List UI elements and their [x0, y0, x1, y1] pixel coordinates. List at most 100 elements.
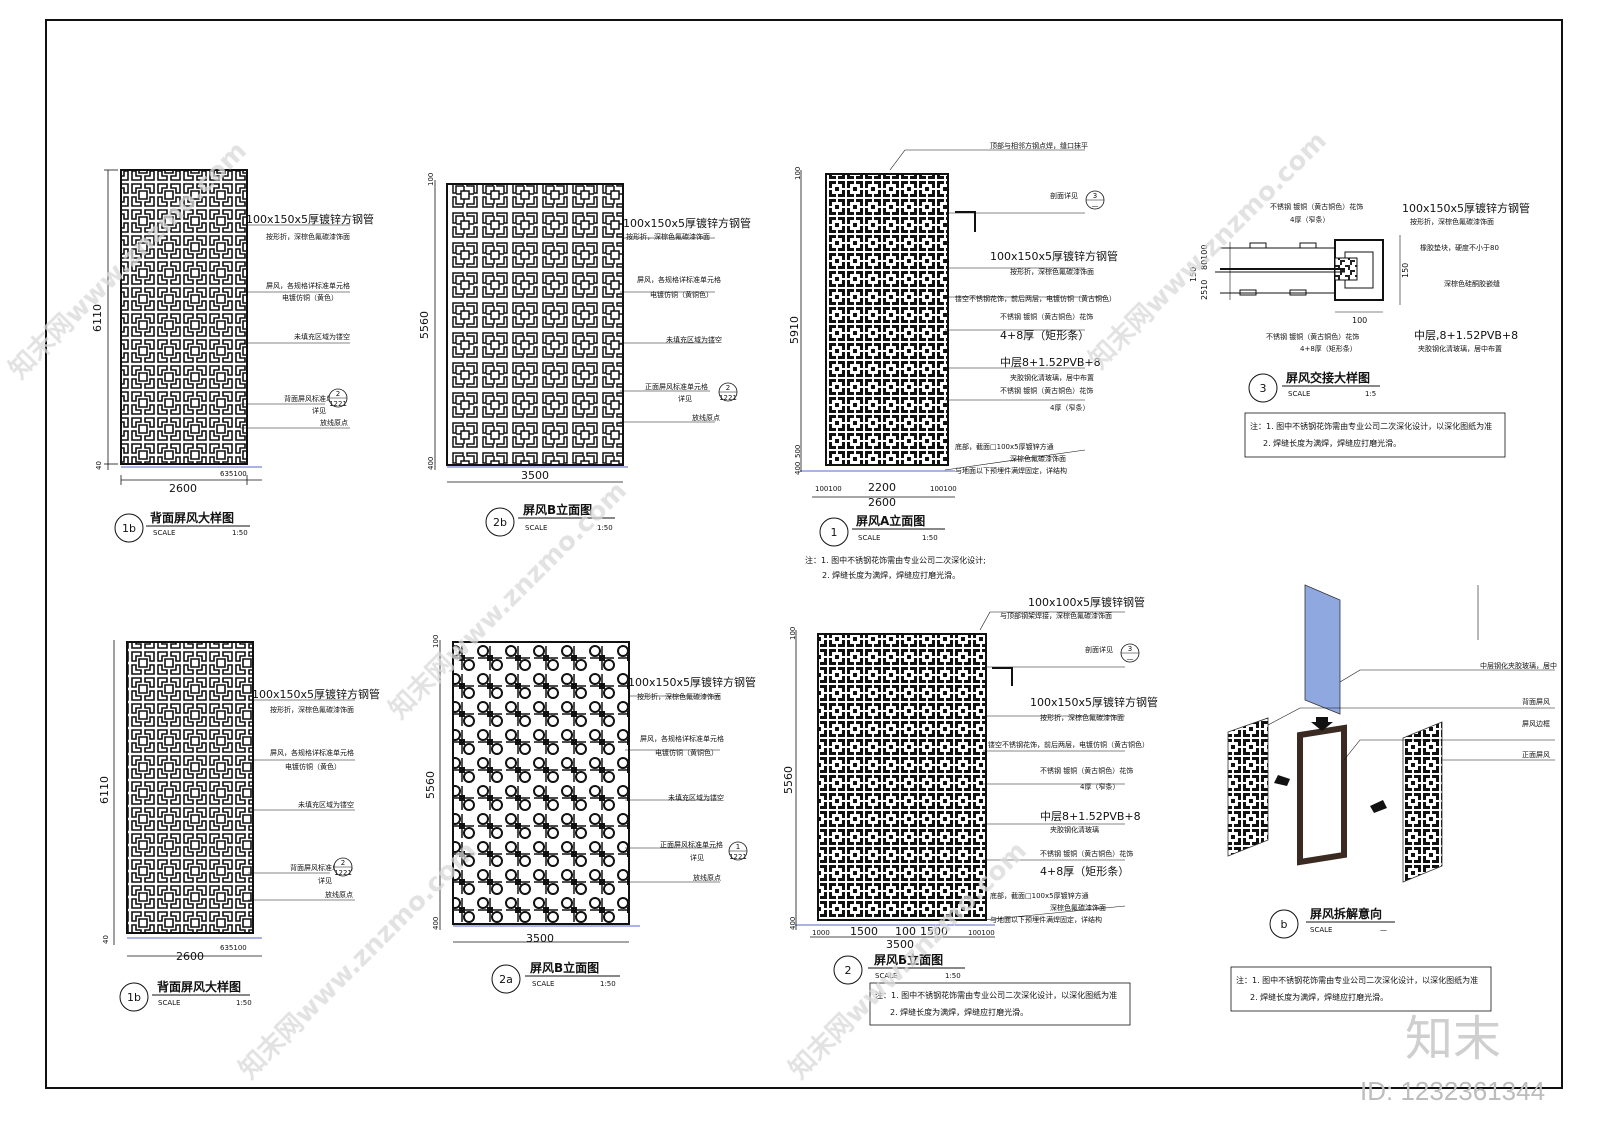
footnote-0: 注：1. 图中不锈钢花饰需由专业公司二次深化设计，以深化图纸为准 — [1250, 421, 1492, 431]
dim-w2: 2200 — [868, 481, 896, 494]
ref-sheet: — — [1127, 655, 1134, 663]
note-3: 电镀仿铜（黄铜色） — [650, 290, 713, 299]
note-5: 正面屏风标准单元格 — [645, 382, 708, 391]
dim-side: 635100 — [220, 470, 247, 478]
note-1: 剖面详见 — [1050, 191, 1078, 200]
dim-height: 5560 — [424, 771, 437, 799]
note-5: 深棕色硅酮胶嵌缝 — [1444, 279, 1500, 288]
note-7: 4+8厚（矩形条） — [1300, 344, 1357, 353]
note-1: 按形折，深棕色氟碳漆饰面 — [626, 232, 710, 241]
ref-num: 3 — [1128, 645, 1132, 653]
drawing-b: 中层钢化夹胶玻璃，居中 背面屏风 屏风边框 正面屏风 b 屏风拆解意向 SCAL… — [1227, 584, 1557, 1012]
note-6: 不锈钢 镀铜（黄古铜色）花饰 — [1040, 766, 1133, 775]
note-5: 镂空不锈钢花饰，前后两层，电镀仿铜（黄古铜色） — [988, 740, 1149, 749]
note-7: 放线原点 — [693, 873, 721, 882]
scale-value: 1:50 — [600, 980, 616, 988]
dim-width: 3500 — [526, 932, 554, 945]
footnote-0: 注：1. 图中不锈钢花饰需由专业公司二次深化设计; — [805, 555, 986, 565]
back-screen — [1227, 717, 1269, 857]
note-2: 100x150x5厚镀锌方钢管 — [1402, 201, 1530, 215]
dim-bottom: 40 — [102, 935, 110, 944]
dim-bottom: 400 — [789, 917, 797, 930]
note-4: 未填充区域为镂空 — [298, 800, 354, 809]
title-name: 屏风A立面图 — [855, 513, 925, 528]
note-8: 中层,8+1.52PVB+8 — [1414, 329, 1518, 342]
note-13: 深棕色氟碳漆饰面 — [1050, 903, 1106, 912]
dim-top: 100 — [789, 627, 797, 640]
footnote-1: 2. 焊缝长度为满焊，焊缝应打磨光滑。 — [1263, 438, 1401, 448]
dim-width: 3500 — [521, 469, 549, 482]
ref-sheet: 1221 — [729, 853, 747, 861]
ref-num: 2 — [341, 859, 345, 867]
note-9: 夹胶钢化清玻璃 — [1050, 825, 1099, 834]
dim-width: 2600 — [868, 496, 896, 509]
note-2: 屏风，各规格详标准单元格 — [270, 748, 354, 757]
scale-value: 1:50 — [945, 972, 961, 980]
title-name: 屏风B立面图 — [873, 952, 943, 967]
note-1: 按形折，深棕色氟碳漆饰面 — [266, 232, 350, 241]
note-6: 详见 — [312, 406, 326, 415]
note-0: 顶部与相邻方钢点焊，缝口抹平 — [990, 141, 1088, 150]
note-7: 4厚（窄条） — [1080, 782, 1119, 791]
note-6: 4+8厚（矩形条） — [1000, 328, 1089, 342]
note-4: 橡胶垫块，硬度不小于80 — [1420, 243, 1499, 252]
screen-panel — [817, 633, 987, 921]
dim-w3: 100100 — [930, 485, 957, 493]
note-4: 按形折，深棕色氟碳漆饰面 — [1040, 713, 1124, 722]
drawing-2: 100 5560 400 1000 1500 100 1500 100100 3… — [782, 595, 1158, 1026]
scale-label: SCALE — [153, 529, 175, 537]
dim-width: 2600 — [176, 950, 204, 963]
dim-left: 2510 — [1200, 280, 1209, 300]
note-6: 详见 — [690, 853, 704, 862]
title-num: 1b — [127, 991, 141, 1004]
note-2: 剖面详见 — [1085, 645, 1113, 654]
title-num: 1 — [831, 526, 838, 539]
note-3: 正面屏风 — [1522, 751, 1550, 759]
dim-w2: 1500 — [850, 925, 878, 938]
title-name: 屏风B立面图 — [529, 960, 599, 975]
title-num: 2a — [499, 973, 513, 986]
note-6: 不锈钢 镀铜（黄古铜色）花饰 — [1266, 332, 1359, 341]
title-num: 3 — [1260, 382, 1267, 395]
title-name: 屏风拆解意向 — [1309, 906, 1382, 921]
dim-width: 3500 — [886, 938, 914, 951]
note-10: 不锈钢 镀铜（黄古铜色）花饰 — [1040, 849, 1133, 858]
scale-label: SCALE — [1288, 390, 1310, 398]
note-2: 100x150x5厚镀锌方钢管 — [990, 249, 1118, 263]
ref-sheet: 1221 — [329, 400, 347, 408]
note-13: 与地面以下预埋件满焊固定，详结构 — [955, 466, 1067, 475]
dim-height: 5560 — [418, 311, 431, 339]
title-bubble — [114, 513, 144, 543]
sheet-border — [45, 19, 1563, 1089]
ref-num: 2 — [726, 384, 730, 392]
watermark-id: ID: 1232361344 — [1360, 1076, 1545, 1106]
glass-pane — [1304, 584, 1341, 715]
scale-value: 1:5 — [1365, 390, 1376, 398]
dim-b1: 400 — [794, 462, 802, 475]
note-2: 屏风，各规格详标准单元格 — [266, 281, 350, 290]
note-1: 按形折，深棕色氟碳漆饰面 — [270, 705, 354, 714]
note-1: 与顶部钢架焊接，深棕色氟碳漆饰面 — [1000, 611, 1112, 620]
dim-height: 6110 — [98, 776, 111, 804]
scale-label: SCALE — [1310, 926, 1332, 934]
drawing-1: 100 5910 400 500 100100 2200 100100 2600… — [788, 141, 1118, 580]
note-3: 电镀仿铜（黄铜色） — [655, 748, 718, 757]
note-4: 镂空不锈钢花饰，前后两层，电镀仿铜（黄古铜色） — [955, 294, 1116, 303]
note-3: 100x150x5厚镀锌方钢管 — [1030, 695, 1158, 709]
note-2: 屏风边框 — [1522, 719, 1550, 728]
screen-panel — [120, 169, 248, 465]
note-0: 不锈钢 镀铜（黄古铜色）花饰 — [1270, 202, 1363, 211]
drawing-2a: 100 5560 400 3500 100x150x5厚镀锌方钢管 按形折，深棕… — [424, 635, 756, 994]
note-5: 背面屏风标准单元格 — [284, 394, 347, 403]
scale-value: 1:50 — [232, 529, 248, 537]
note-3: 电镀仿铜（黄色） — [282, 293, 338, 302]
leader-lines — [240, 224, 350, 429]
note-5: 背面屏风标准单元格 — [290, 863, 353, 872]
note-8: 夹胶钢化清玻璃，居中布置 — [1010, 373, 1094, 382]
title-num: 1b — [122, 522, 136, 535]
drawing-3: 150 2510 80100 150 100 不锈钢 镀铜（黄古铜色）花饰 4厚… — [1189, 201, 1530, 458]
note-5: 不锈钢 镀铜（黄古铜色）花饰 — [1000, 312, 1093, 321]
note-4: 未填充区域为镂空 — [666, 335, 722, 344]
scale-label: SCALE — [158, 999, 180, 1007]
